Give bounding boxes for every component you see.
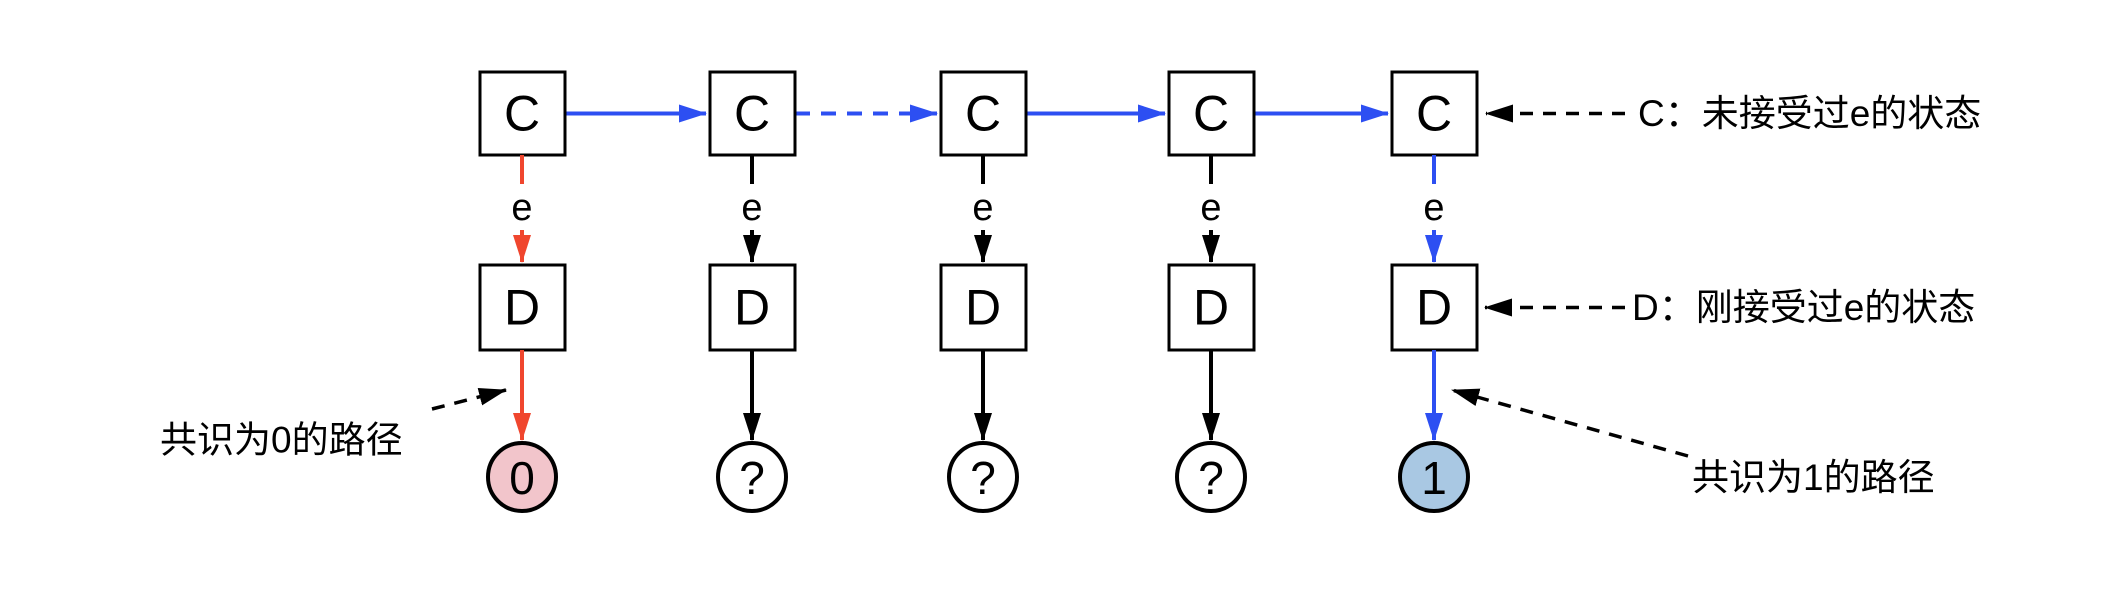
- result-label: ?: [970, 452, 996, 504]
- state-d-box: [708, 263, 797, 352]
- one-path-label: 共识为1的路径: [1692, 457, 1935, 498]
- result-label: ?: [1198, 452, 1224, 504]
- state-c-label: C: [734, 86, 770, 142]
- annotation-zero-path: 共识为0的路径: [160, 387, 507, 461]
- event-label: e: [1200, 187, 1221, 229]
- result-label: 0: [509, 452, 535, 504]
- state-c-box: [1390, 70, 1479, 157]
- result-circle-unknown: [1175, 441, 1247, 513]
- event-label: e: [741, 187, 762, 229]
- d-note-label: D：刚接受过e的状态: [1632, 287, 1975, 328]
- column-1: C e D 0: [478, 70, 567, 513]
- zero-path-label: 共识为0的路径: [160, 420, 403, 461]
- state-c-label: C: [1416, 86, 1452, 142]
- column-2: C e D ?: [708, 70, 797, 513]
- state-c-box: [939, 70, 1028, 157]
- state-d-box: [939, 263, 1028, 352]
- state-c-label: C: [504, 86, 540, 142]
- zero-path-dashed-arrow: [431, 387, 507, 411]
- event-label: e: [511, 187, 532, 229]
- state-d-label: D: [965, 280, 1001, 336]
- result-circle-1: [1398, 441, 1470, 513]
- c-note-label: C：未接受过e的状态: [1638, 93, 1981, 134]
- state-d-label: D: [1416, 280, 1452, 336]
- state-d-label: D: [734, 280, 770, 336]
- state-c-label: C: [965, 86, 1001, 142]
- result-circle-unknown: [947, 441, 1019, 513]
- event-label: e: [1423, 187, 1444, 229]
- state-d-label: D: [1193, 280, 1229, 336]
- column-4: C e D ?: [1167, 70, 1256, 513]
- state-c-box: [1167, 70, 1256, 157]
- annotation-c-note: C：未接受过e的状态: [1485, 93, 1981, 134]
- annotation-one-path: 共识为1的路径: [1451, 388, 1935, 498]
- state-c-box: [708, 70, 797, 157]
- one-path-dashed-arrow: [1451, 388, 1689, 458]
- event-label: e: [972, 187, 993, 229]
- result-circle-0: [486, 441, 558, 513]
- annotation-d-note: D：刚接受过e的状态: [1484, 287, 1975, 328]
- result-label: 1: [1421, 452, 1447, 504]
- result-circle-unknown: [716, 441, 788, 513]
- state-c-label: C: [1193, 86, 1229, 142]
- result-label: ?: [739, 452, 765, 504]
- state-c-box: [478, 70, 567, 157]
- state-d-label: D: [504, 280, 540, 336]
- column-5: C e D 1: [1390, 70, 1479, 513]
- column-3: C e D ?: [939, 70, 1028, 513]
- state-d-box: [1167, 263, 1256, 352]
